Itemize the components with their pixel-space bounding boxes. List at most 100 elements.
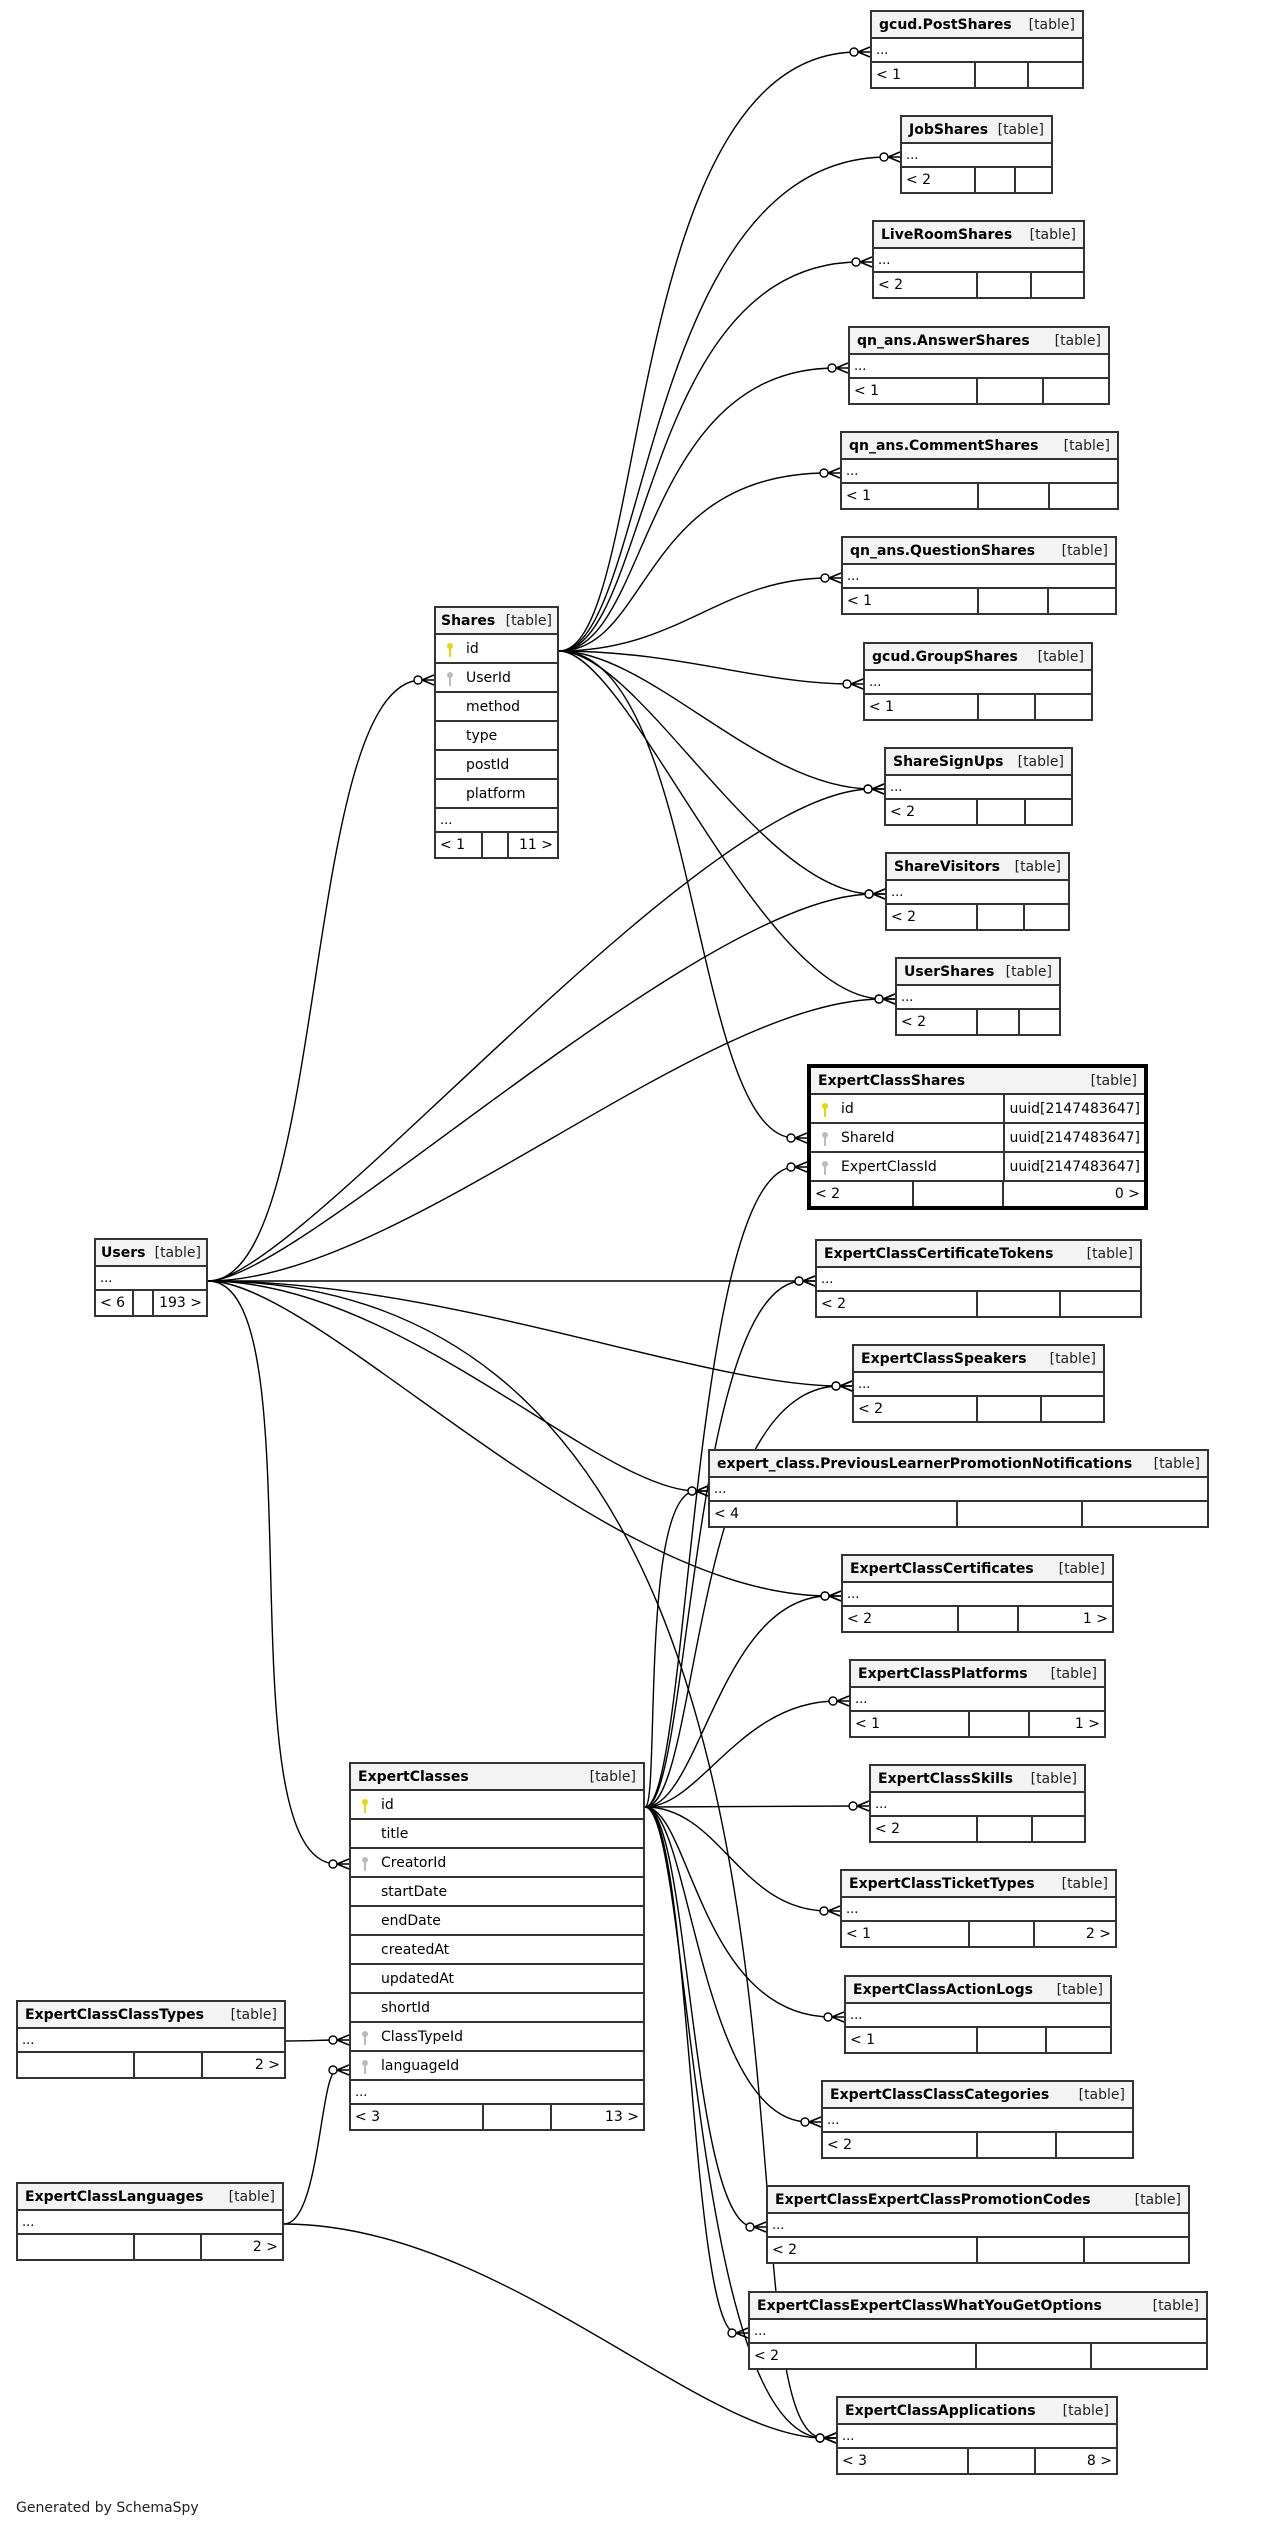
table-qn-ans-questionshares[interactable]: qn_ans.QuestionShares[table] ... < 1: [841, 536, 1117, 615]
table-type: [table]: [589, 1768, 636, 1785]
parents-count: < 2: [768, 2238, 978, 2262]
table-type: [table]: [154, 1244, 201, 1261]
generated-by-footer: Generated by SchemaSpy: [16, 2500, 199, 2516]
column-row[interactable]: platform: [436, 780, 557, 809]
table-usershares[interactable]: UserShares[table] ... < 2: [895, 957, 1061, 1036]
children-count: [1033, 1817, 1084, 1841]
edge-shares-expertclassshares: [558, 650, 796, 1139]
edge-ec-certificates: [644, 1595, 830, 1808]
table-expertclassclasstypes[interactable]: ExpertClassClassTypes[table] ... 2 >: [16, 2000, 286, 2079]
table-name: ExpertClassPlatforms: [858, 1665, 1028, 1682]
table-expertclasslanguages[interactable]: ExpertClassLanguages[table] ... 2 >: [16, 2182, 284, 2261]
children-count: [1085, 2238, 1188, 2262]
table-previouslearnerpromotionnotifications[interactable]: expert_class.PreviousLearnerPromotionNot…: [708, 1449, 1209, 1528]
crows-foot-icon: [842, 678, 864, 690]
table-liveroomshares[interactable]: LiveRoomShares[table] ... < 2: [872, 220, 1085, 299]
table-gcud-groupshares[interactable]: gcud.GroupShares[table] ... < 1: [863, 642, 1093, 721]
children-count: 2 >: [254, 2057, 280, 2073]
edge-shares-groupshares: [558, 650, 852, 685]
parents-count: < 1: [843, 589, 979, 613]
table-sharevisitors[interactable]: ShareVisitors[table] ... < 2: [885, 852, 1070, 931]
table-expertclassskills[interactable]: ExpertClassSkills[table] ... < 2: [869, 1764, 1086, 1843]
table-type: [table]: [1014, 858, 1061, 875]
foreign-key-icon: [362, 1857, 368, 1871]
parents-count: < 2: [871, 1817, 978, 1841]
table-expertclassclasscategories[interactable]: ExpertClassClassCategories[table] ... < …: [821, 2080, 1134, 2159]
children-count: 2 >: [1085, 1926, 1111, 1942]
table-name: LiveRoomShares: [881, 226, 1013, 243]
children-count: [1020, 1010, 1059, 1034]
parents-count: < 1: [842, 484, 979, 508]
table-type: [table]: [1153, 1455, 1200, 1472]
crows-foot-icon: [328, 1858, 350, 1870]
edge-shares-postshares: [558, 51, 859, 652]
column-row[interactable]: shortId: [351, 1994, 643, 2023]
column-name: shortId: [381, 1999, 430, 2016]
column-row[interactable]: languageId: [351, 2052, 643, 2081]
column-row[interactable]: id: [351, 1791, 643, 1820]
columns-ellipsis: ...: [710, 1478, 1207, 1502]
foreign-key-icon: [362, 2031, 368, 2045]
table-gcud-postshares[interactable]: gcud.PostShares[table] ... < 1: [870, 10, 1084, 89]
table-type: [table]: [1061, 542, 1108, 559]
table-type: [table]: [1090, 1072, 1137, 1089]
table-name: ExpertClassLanguages: [25, 2188, 204, 2205]
column-row[interactable]: startDate: [351, 1878, 643, 1907]
table-name: qn_ans.CommentShares: [849, 437, 1039, 454]
primary-key-icon: [822, 1103, 828, 1117]
column-row[interactable]: endDate: [351, 1907, 643, 1936]
column-row[interactable]: UserId: [436, 664, 557, 693]
children-count: [1042, 1397, 1103, 1421]
table-name: expert_class.PreviousLearnerPromotionNot…: [717, 1455, 1133, 1472]
edge-ec-expertclassshares: [644, 1166, 796, 1808]
table-shares[interactable]: Shares[table] id UserId method type post…: [434, 606, 559, 859]
table-qn-ans-answershares[interactable]: qn_ans.AnswerShares[table] ... < 1: [848, 326, 1110, 405]
table-expertclasses[interactable]: ExpertClasses[table] id title CreatorId …: [349, 1762, 645, 2131]
table-qn-ans-commentshares[interactable]: qn_ans.CommentShares[table] ... < 1: [840, 431, 1119, 510]
column-name: title: [381, 1825, 409, 1842]
table-name: gcud.PostShares: [879, 16, 1012, 33]
parents-count: < 1: [842, 1922, 970, 1946]
table-type: [table]: [1054, 332, 1101, 349]
column-row[interactable]: updatedAt: [351, 1965, 643, 1994]
table-expertclassspeakers[interactable]: ExpertClassSpeakers[table] ... < 2: [852, 1344, 1105, 1423]
crows-foot-icon: [851, 256, 873, 268]
parents-count: < 1: [850, 379, 978, 403]
column-row[interactable]: type: [436, 722, 557, 751]
table-expertclassactionlogs[interactable]: ExpertClassActionLogs[table] ... < 1: [844, 1975, 1112, 2054]
edge-users-shares: [207, 679, 423, 1282]
columns-ellipsis: ...: [874, 249, 1083, 273]
crows-foot-icon: [848, 1800, 870, 1812]
column-row[interactable]: createdAt: [351, 1936, 643, 1965]
column-row[interactable]: id: [436, 635, 557, 664]
column-row[interactable]: title: [351, 1820, 643, 1849]
table-type: [table]: [1017, 753, 1064, 770]
column-row[interactable]: ClassTypeId: [351, 2023, 643, 2052]
crows-foot-icon: [831, 1380, 853, 1392]
primary-key-icon: [362, 1799, 368, 1813]
column-row[interactable]: CreatorId: [351, 1849, 643, 1878]
column-name: id: [381, 1796, 394, 1813]
column-name: platform: [466, 785, 526, 802]
column-row[interactable]: postId: [436, 751, 557, 780]
parents-count: < 2: [874, 273, 978, 297]
table-name: ExpertClassActionLogs: [853, 1981, 1033, 1998]
column-row[interactable]: method: [436, 693, 557, 722]
children-count: 1 >: [1082, 1611, 1108, 1627]
table-jobshares[interactable]: JobShares[table] ... < 2: [900, 115, 1053, 194]
table-sharesignups[interactable]: ShareSignUps[table] ... < 2: [884, 747, 1073, 826]
table-expertclasspromotioncodes[interactable]: ExpertClassExpertClassPromotionCodes[tab…: [766, 2185, 1190, 2264]
column-name: startDate: [381, 1883, 448, 1900]
table-expertclasscertificatetokens[interactable]: ExpertClassCertificateTokens[table] ... …: [815, 1239, 1142, 1318]
table-type: [table]: [1058, 1560, 1105, 1577]
table-expertclasswhatyougetoptions[interactable]: ExpertClassExpertClassWhatYouGetOptions[…: [748, 2291, 1208, 2370]
